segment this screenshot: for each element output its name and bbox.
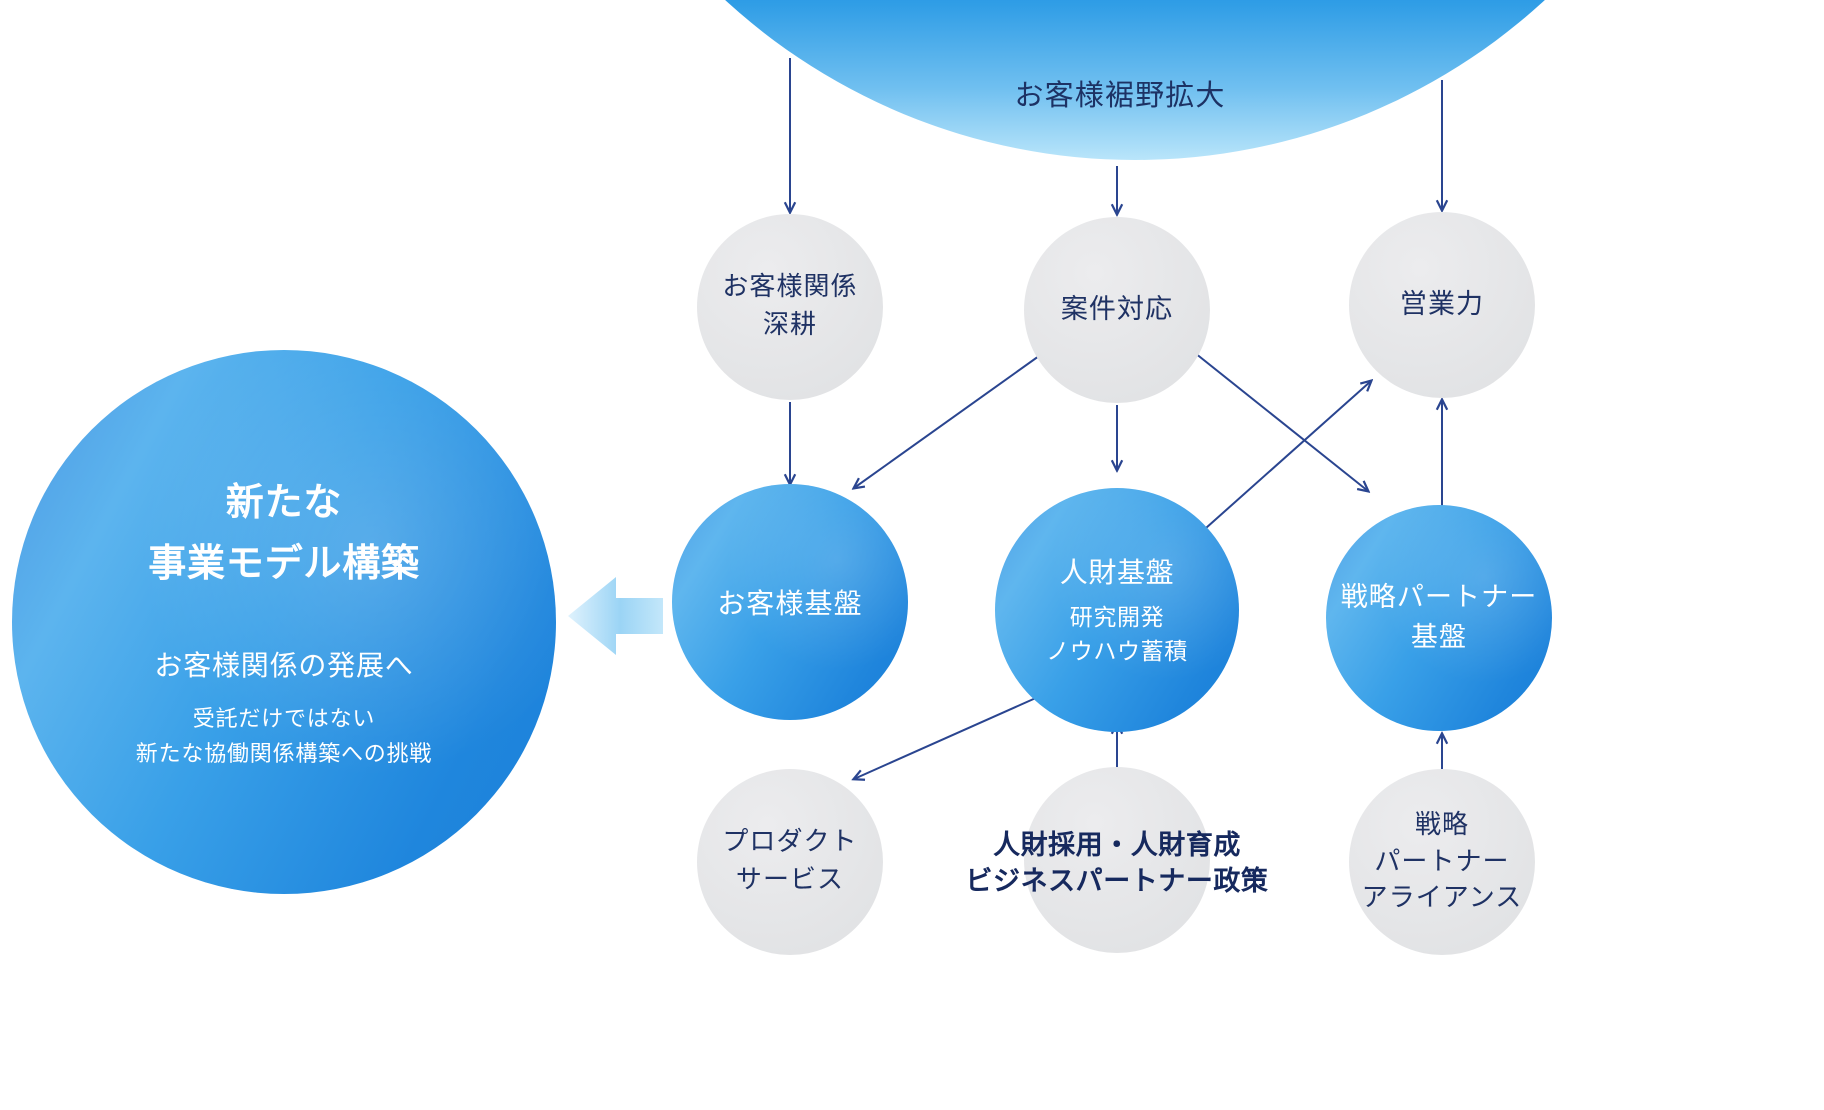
- node-customer-relation-line1: お客様関係: [722, 272, 858, 303]
- node-sales-power-label: 営業力: [1399, 289, 1485, 321]
- node-product-service-line1: プロダクト: [722, 827, 858, 858]
- node-customer-base: お客様基盤: [672, 484, 908, 720]
- node-product-service-line2: サービス: [735, 865, 845, 895]
- node-strategic-base-line1: 戦略パートナー: [1340, 581, 1538, 613]
- node-case-response-label: 案件対応: [1060, 294, 1174, 326]
- node-alliance-line3: アライアンス: [1361, 883, 1523, 914]
- new-business-model-bubble: 新たな 事業モデル構築 お客様関係の発展へ 受託だけではない 新たな協働関係構築…: [12, 350, 556, 894]
- node-customer-relation-line2: 深耕: [762, 310, 818, 340]
- node-hr-base-sub2: ノウハウ蓄積: [1046, 639, 1188, 665]
- bubble-subtitle: お客様関係の発展へ: [154, 648, 414, 682]
- node-hr-policy-circle: [1024, 767, 1210, 953]
- bubble-body-line1: 受託だけではない: [192, 706, 376, 732]
- node-customer-base-label: お客様基盤: [717, 587, 863, 620]
- node-hr-policy-line2: ビジネスパートナー政策: [965, 866, 1269, 898]
- bubble-title: 新たな 事業モデル構築: [148, 472, 420, 594]
- node-alliance-line2: パートナー: [1374, 846, 1510, 877]
- node-alliance: 戦略 パートナー アライアンス: [1349, 769, 1535, 955]
- arrow-hr-base-to-product-service: [854, 696, 1039, 779]
- bubble-body-line2: 新たな協働関係構築への挑戦: [135, 741, 433, 767]
- customer-expansion-label: お客様裾野拡大: [1014, 78, 1226, 112]
- arrow-case-to-customer-base: [854, 350, 1047, 488]
- node-hr-policy-line1: 人財採用・人財育成: [993, 830, 1241, 861]
- node-strategic-base-line2: 基盤: [1410, 622, 1468, 653]
- block-arrow-left: [568, 577, 663, 655]
- node-product-service: プロダクト サービス: [697, 769, 883, 955]
- arrow-case-to-strategic-base: [1189, 348, 1368, 491]
- node-strategic-base: 戦略パートナー 基盤: [1326, 505, 1552, 731]
- arrow-hr-base-to-sales-power: [1205, 381, 1371, 529]
- node-customer-relation: お客様関係 深耕: [697, 214, 883, 400]
- node-hr-base: 人財基盤 研究開発 ノウハウ蓄積: [995, 488, 1239, 732]
- node-alliance-line1: 戦略: [1414, 810, 1470, 841]
- node-hr-base-title: 人財基盤: [1059, 555, 1175, 589]
- node-hr-policy-label: 人財採用・人財育成 ビジネスパートナー政策: [937, 828, 1297, 900]
- node-hr-base-sub1: 研究開発: [1069, 604, 1165, 631]
- node-case-response: 案件対応: [1024, 217, 1210, 403]
- node-sales-power: 営業力: [1349, 212, 1535, 398]
- bubble-body: 受託だけではない 新たな協働関係構築への挑戦: [136, 702, 432, 772]
- bubble-title-line2: 事業モデル構築: [148, 540, 420, 585]
- bubble-title-line1: 新たな: [225, 480, 343, 525]
